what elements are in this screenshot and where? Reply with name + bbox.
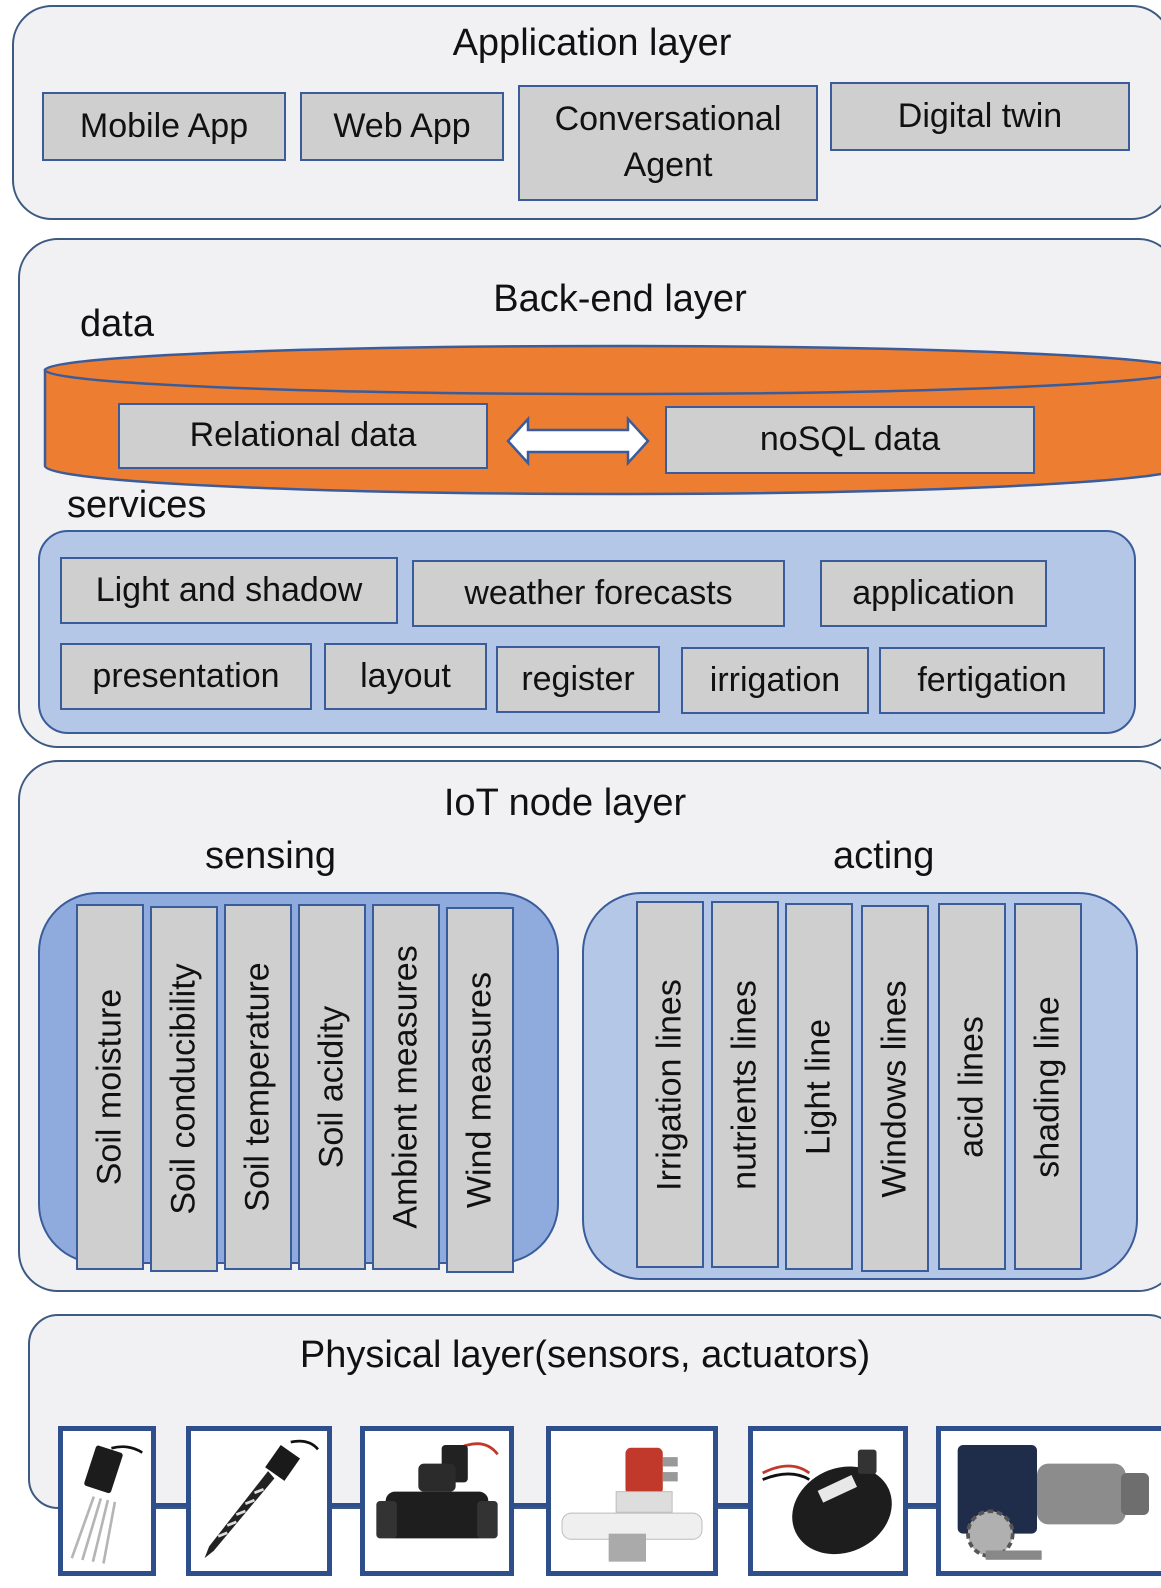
iot-layer-title: IoT node layer [443, 782, 687, 824]
acting-item-nutrients-lines: nutrients lines [711, 901, 779, 1268]
service-presentation: presentation [60, 643, 312, 710]
service-application: application [820, 560, 1047, 627]
device-soil-probe [58, 1426, 156, 1576]
acting-item-light-line: Light line [785, 903, 853, 1270]
device-gear-motor [936, 1426, 1161, 1576]
app-item-web-app: Web App [300, 92, 504, 161]
sensing-item-soil-acidity: Soil acidity [298, 904, 366, 1270]
acting-item-irrigation-lines: Irrigation lines [636, 901, 704, 1268]
data-label: data [80, 303, 154, 345]
soil-probe-icon [70, 1445, 143, 1564]
backend-layer-title: Back-end layer [493, 278, 747, 320]
sensing-item-soil-moisture: Soil moisture [76, 904, 144, 1270]
service-fertigation: fertigation [879, 647, 1105, 714]
sensing-item-soil-conducibility: Soil conducibility [150, 906, 218, 1272]
service-light-and-shadow: Light and shadow [60, 557, 398, 624]
gear-motor-icon [957, 1445, 1149, 1560]
app-item-conversational-agent: Conversational Agent [518, 85, 818, 201]
acting-item-acid-lines: acid lines [938, 903, 1006, 1270]
sensing-item-ambient-measures: Ambient measures [372, 904, 440, 1270]
device-solenoid-valve [546, 1426, 718, 1576]
acting-label: acting [833, 835, 935, 877]
sensing-item-soil-temperature: Soil temperature [224, 904, 292, 1270]
device-pump [748, 1426, 908, 1576]
app-item-digital-twin: Digital twin [830, 82, 1130, 151]
acting-item-shading-line: shading line [1014, 903, 1082, 1270]
acting-item-windows-lines: Windows lines [861, 905, 929, 1272]
app-item-mobile-app: Mobile App [42, 92, 286, 161]
soil-sensor-stick-icon [204, 1439, 319, 1559]
application-layer-title: Application layer [452, 22, 732, 64]
physical-layer-title: Physical layer(sensors, actuators) [299, 1334, 871, 1376]
service-irrigation: irrigation [681, 647, 869, 714]
pump-icon [762, 1449, 892, 1555]
service-layout: layout [324, 643, 487, 710]
solenoid-valve-icon [561, 1447, 703, 1562]
sensing-label: sensing [205, 835, 336, 877]
irrigation-valve-icon [376, 1442, 499, 1539]
device-soil-sensor-stick [186, 1426, 332, 1576]
service-register: register [496, 646, 660, 713]
sensing-item-wind-measures: Wind measures [446, 907, 514, 1273]
relational-data-box: Relational data [118, 403, 488, 469]
services-label: services [67, 484, 207, 526]
device-irrigation-valve [360, 1426, 514, 1576]
nosql-data-box: noSQL data [665, 406, 1035, 474]
service-weather-forecasts: weather forecasts [412, 560, 785, 627]
